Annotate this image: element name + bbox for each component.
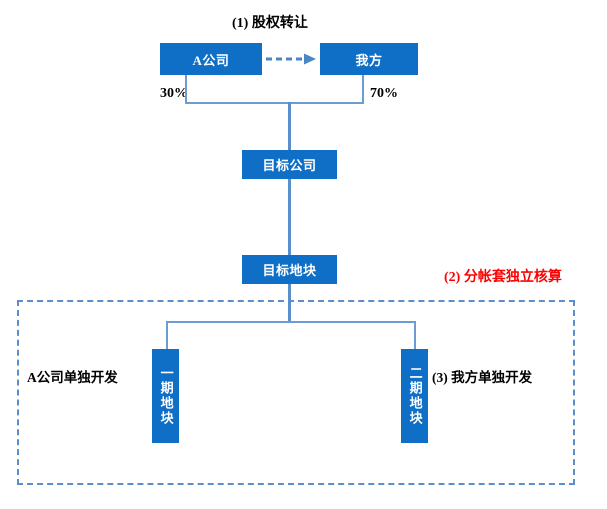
connector-company-a-down (185, 75, 187, 104)
connector-our-side-down (362, 75, 364, 104)
title-separate-accounting: (2) 分帐套独立核算 (444, 270, 562, 285)
connector-to-target-company (288, 102, 291, 152)
connector-equity-join (185, 102, 364, 104)
node-company-a[interactable]: A公司 (160, 43, 262, 75)
node-phase-one-land[interactable]: 一期地块 (152, 349, 179, 443)
separate-accounting-boundary (17, 300, 575, 485)
note-our-side-development: (3) 我方单独开发 (432, 370, 533, 385)
equity-percent-right: 70% (370, 86, 398, 101)
connector-phase-one-down (166, 321, 168, 351)
node-target-land[interactable]: 目标地块 (242, 255, 337, 284)
node-phase-two-land[interactable]: 二期地块 (401, 349, 428, 443)
title-equity-transfer: (1) 股权转让 (232, 16, 308, 31)
note-company-a-development: A公司单独开发 (27, 370, 118, 385)
node-target-company[interactable]: 目标公司 (242, 150, 337, 179)
connector-phase-two-down (414, 321, 416, 351)
equity-percent-left: 30% (160, 86, 188, 101)
dashed-right-arrow-icon (266, 53, 316, 65)
connector-company-to-land (288, 179, 291, 255)
node-our-side[interactable]: 我方 (320, 43, 418, 75)
connector-phase-branch (166, 321, 416, 323)
connector-land-down (288, 284, 291, 323)
